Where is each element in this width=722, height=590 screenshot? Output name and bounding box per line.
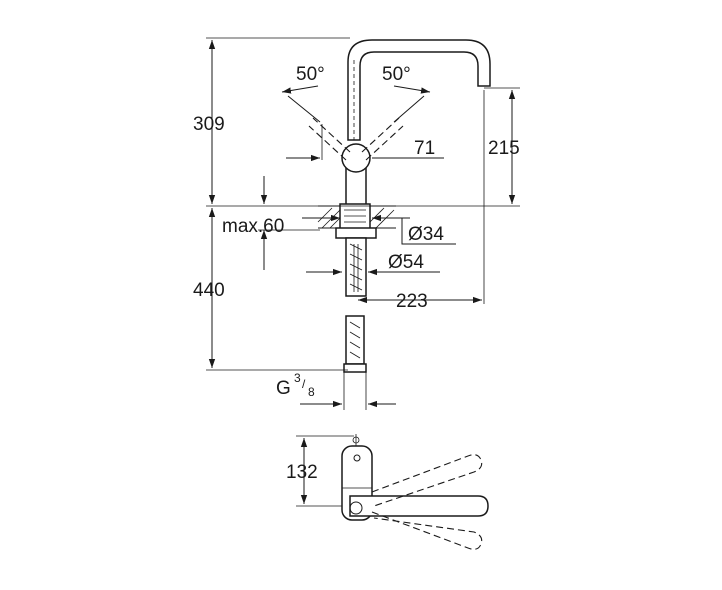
dim-thread-den: 8 [308,385,315,399]
plan-handle [349,495,489,517]
dim-132: 132 [286,462,318,483]
dim-thread: G [276,378,291,399]
dim-angle-left: 50° [296,64,325,85]
dim-diam-34: Ø34 [408,224,444,245]
spout [347,39,491,141]
plan-view [296,434,489,550]
dim-309: 309 [193,114,225,135]
dim-71: 71 [414,138,435,159]
handle-range-dashed [308,117,404,161]
side-elevation [308,39,491,373]
dim-angle-right: 50° [382,64,411,85]
dimension-lines [206,37,520,410]
labels: 309 440 215 max.60 50° 50° 71 Ø34 Ø54 22… [193,64,520,483]
dim-thread-num: 3 [294,371,301,385]
dim-max60: max.60 [222,216,284,237]
dim-440: 440 [193,280,225,301]
dim-223: 223 [396,291,428,312]
dim-diam-54: Ø54 [388,252,424,273]
dim-215: 215 [488,138,520,159]
dim-thread-slash: / [302,377,306,391]
